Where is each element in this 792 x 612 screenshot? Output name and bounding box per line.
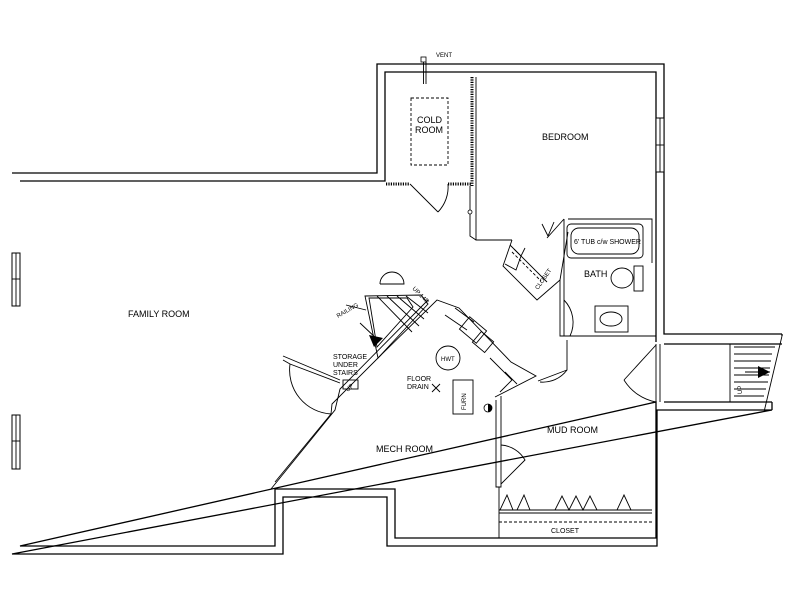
window-left-lower (11, 414, 21, 470)
cold-room-label-1: COLD (417, 115, 443, 125)
toilet (610, 265, 644, 292)
exterior-up-label: UP (738, 386, 744, 394)
floor-drain-label-1: FLOOR (407, 376, 431, 383)
exterior-door (623, 344, 661, 403)
main-stairs (345, 271, 429, 359)
bedroom-label: BEDROOM (542, 132, 589, 142)
bathtub (566, 223, 644, 259)
window-bedroom (655, 117, 665, 173)
window-left-upper (11, 252, 21, 307)
floor-drain-label-2: DRAIN (407, 384, 429, 391)
sink (594, 305, 629, 333)
family-room-label: FAMILY ROOM (128, 309, 190, 319)
mud-room-walls (495, 340, 652, 538)
railing-label: RAILING (336, 302, 360, 319)
vent-icon (420, 56, 427, 84)
meter-icon (483, 403, 493, 413)
vent-label: VENT (436, 53, 452, 59)
furnace (452, 379, 474, 415)
cold-room (386, 77, 474, 213)
bedroom-walls (467, 77, 653, 263)
furnace-label: FURN (462, 393, 468, 410)
tub-label: 6' TUB c/w SHOWER (574, 239, 641, 246)
hwt-label: HWT (441, 357, 455, 363)
storage-label-1: STORAGE (333, 354, 367, 361)
bath-closet-walls (502, 219, 569, 337)
mud-room-label: MUD ROOM (547, 425, 598, 435)
mud-closet-label: CLOSET (551, 528, 580, 535)
bath-label: BATH (584, 269, 607, 279)
storage-up-label: UP (345, 383, 355, 393)
mech-room-walls (270, 299, 537, 490)
mech-room-label: MECH ROOM (376, 444, 433, 454)
storage-label-2: UNDER (333, 362, 358, 369)
floor-drain-icon (431, 383, 441, 393)
exterior-stairs (729, 335, 783, 413)
cold-room-label-2: ROOM (415, 125, 443, 135)
stairs-up-label: UP 14R (411, 286, 430, 305)
hot-water-tank (435, 345, 461, 371)
storage-label-3: STAIRS (333, 370, 358, 377)
bath-door (563, 299, 656, 337)
